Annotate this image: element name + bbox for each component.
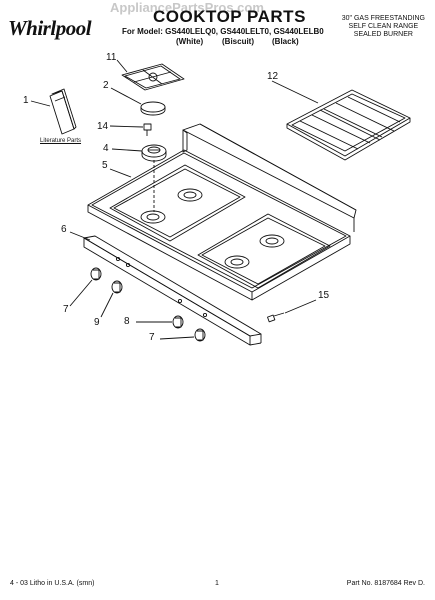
callout-2: 2 <box>103 80 109 91</box>
literature-booklet <box>49 88 77 135</box>
control-knob <box>90 267 102 281</box>
leader-line <box>111 148 143 152</box>
range-description-line: SELF CLEAN RANGE <box>348 23 419 30</box>
callout-7: 7 <box>63 304 69 315</box>
model-numbers: For Model: GS440LELQ0, GS440LELT0, GS440… <box>122 27 324 36</box>
leader-line <box>159 336 195 340</box>
color-white: (White) <box>176 37 204 46</box>
callout-4: 4 <box>103 143 109 154</box>
callout-9: 9 <box>94 317 100 328</box>
control-knob <box>172 315 184 329</box>
leader-line <box>69 279 93 307</box>
callout-1: 1 <box>23 95 29 106</box>
leader-line <box>30 100 51 107</box>
color-biscuit: (Biscuit) <box>222 37 254 46</box>
cooktop-panel <box>87 123 357 301</box>
range-description: 30" GAS FREESTANDING SELF CLEAN RANGE SE… <box>342 15 425 39</box>
leader-line <box>69 231 91 241</box>
burner-base <box>141 144 167 162</box>
callout-12: 12 <box>267 71 279 82</box>
whirlpool-logo: Whirlpool <box>8 16 92 40</box>
callout-14: 14 <box>97 121 109 132</box>
callout-7: 7 <box>149 332 155 343</box>
screw <box>143 123 152 136</box>
callout-6: 6 <box>61 224 67 235</box>
callout-5: 5 <box>102 160 108 171</box>
leader-line <box>109 125 144 128</box>
footer-part-number: Part No. 8187684 Rev D. <box>346 580 425 587</box>
watermark: AppliancePartsPros.com <box>110 0 264 15</box>
range-description-line: SEALED BURNER <box>353 31 413 38</box>
leader-line <box>284 299 317 314</box>
leader-line <box>109 168 132 178</box>
footer-litho: 4 - 03 Litho in U.S.A. (smn) <box>10 580 95 587</box>
griddle-grate <box>286 89 411 161</box>
range-description-line: 30" GAS FREESTANDING <box>341 15 425 22</box>
screw <box>267 312 285 323</box>
control-panel-bar <box>83 235 262 346</box>
control-knob <box>194 328 206 342</box>
literature-parts-label: Literature Parts <box>40 138 82 144</box>
footer-page-number: 1 <box>215 580 219 587</box>
page-title: COOKTOP PARTS <box>153 7 306 26</box>
burner-cap <box>140 101 166 116</box>
leader-line <box>271 80 319 104</box>
leader-line <box>116 59 128 73</box>
callout-11: 11 <box>106 52 117 63</box>
leader-line <box>110 87 142 105</box>
control-knob <box>111 280 123 294</box>
leader-line <box>100 292 114 318</box>
callout-15: 15 <box>318 290 330 301</box>
burner-grate <box>121 63 185 91</box>
color-black: (Black) <box>272 37 299 46</box>
callout-8: 8 <box>124 316 130 327</box>
